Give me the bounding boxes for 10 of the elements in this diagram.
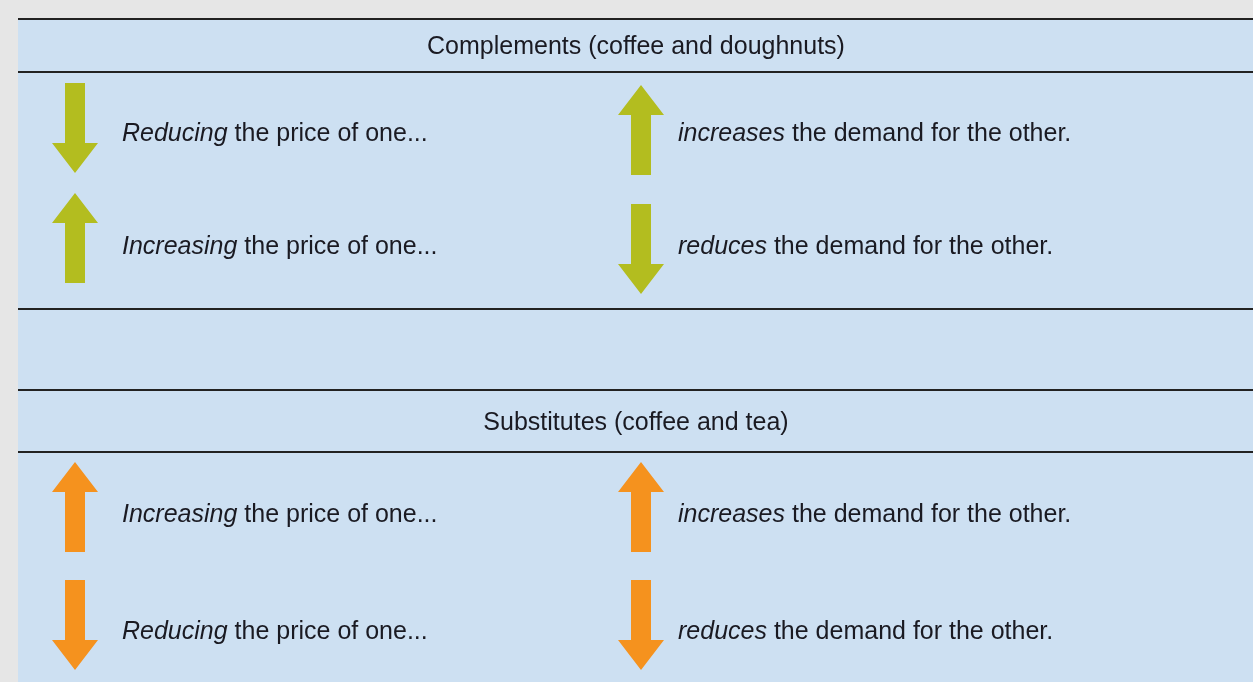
statement-text: Increasing the price of one... <box>122 498 438 528</box>
section-heading: Substitutes (coffee and tea) <box>483 406 789 436</box>
section-heading: Complements (coffee and doughnuts) <box>427 30 845 60</box>
statement-text: reduces the demand for the other. <box>678 230 1054 260</box>
statement-text: reduces the demand for the other. <box>678 615 1054 645</box>
statement-text: Increasing the price of one... <box>122 230 438 260</box>
statement-text: increases the demand for the other. <box>678 498 1072 528</box>
statement-text: Reducing the price of one... <box>122 615 428 645</box>
statement-text: Reducing the price of one... <box>122 117 428 147</box>
statement-text: increases the demand for the other. <box>678 117 1072 147</box>
